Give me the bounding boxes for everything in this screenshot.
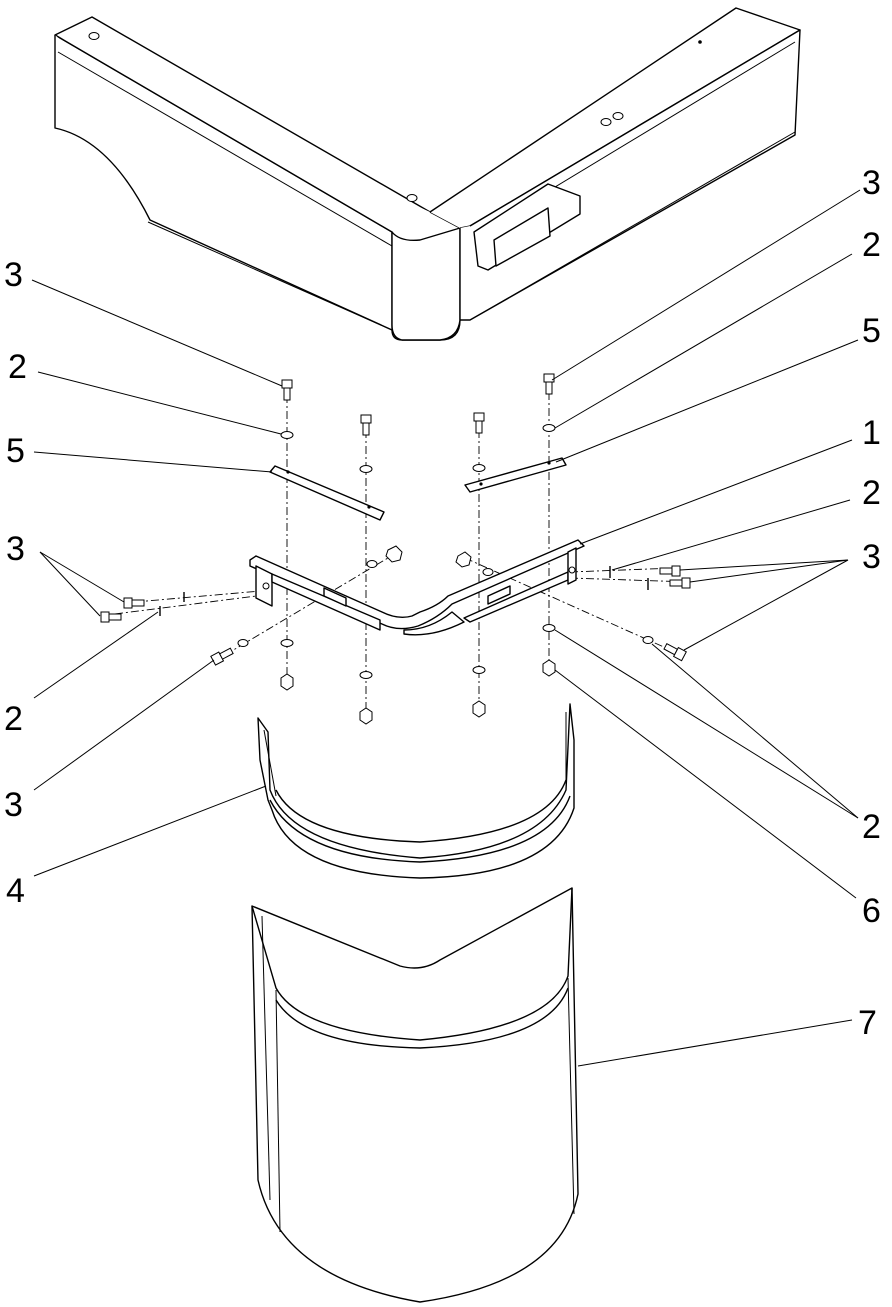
callout-7: 7 <box>858 1004 877 1042</box>
washer-icon <box>542 424 556 432</box>
nut-icon <box>280 673 294 691</box>
washer-icon <box>472 666 486 674</box>
washer-icon <box>359 465 373 473</box>
bolt-icon <box>543 373 555 395</box>
callout-5: 5 <box>6 432 25 470</box>
strap-plate-left <box>269 465 385 521</box>
bolt-icon <box>210 647 234 666</box>
bolt-icon <box>669 577 691 589</box>
bolt-icon <box>473 412 485 434</box>
table-frame-corner <box>54 7 801 341</box>
nut-icon <box>455 551 472 568</box>
washer-icon <box>642 636 654 644</box>
bolt-icon <box>123 597 145 609</box>
callout-6: 6 <box>862 892 881 930</box>
callout-3: 3 <box>6 530 25 568</box>
strap-plate-right <box>464 457 567 493</box>
callout-4: 4 <box>6 872 25 910</box>
inner-cover <box>257 703 575 879</box>
leader-lines <box>31 189 861 1067</box>
callout-5: 5 <box>862 312 881 350</box>
callout-3: 3 <box>862 164 881 202</box>
callout-2: 2 <box>862 226 881 264</box>
washer-icon <box>237 639 249 647</box>
nut-icon <box>359 707 373 725</box>
hardware <box>100 373 691 725</box>
bolt-icon <box>281 379 293 401</box>
callout-3: 3 <box>862 538 881 576</box>
bolt-icon <box>663 643 687 662</box>
corner-bracket <box>249 539 585 636</box>
nut-icon <box>472 700 486 718</box>
washer-icon <box>280 431 294 439</box>
bolt-icon <box>100 611 122 623</box>
washer-icon <box>472 464 486 472</box>
washer-icon <box>542 624 556 632</box>
nut-icon <box>385 545 403 563</box>
washer-icon <box>280 639 294 647</box>
callout-1: 1 <box>862 414 881 452</box>
callout-2: 2 <box>862 474 881 512</box>
bolt-icon <box>659 565 681 577</box>
callout-2: 2 <box>862 808 881 846</box>
callout-2: 2 <box>4 700 23 738</box>
callout-3: 3 <box>4 786 23 824</box>
bolt-icon <box>360 414 372 436</box>
outer-shroud <box>251 887 579 1303</box>
nut-icon <box>542 659 556 677</box>
callout-2: 2 <box>8 348 27 386</box>
washer-icon <box>366 560 378 568</box>
callout-labels: 3 2 5 3 2 3 4 3 2 5 1 2 3 2 6 7 <box>4 164 881 1042</box>
washer-icon <box>359 671 373 679</box>
callout-3: 3 <box>4 256 23 294</box>
washer-icon <box>482 568 494 576</box>
